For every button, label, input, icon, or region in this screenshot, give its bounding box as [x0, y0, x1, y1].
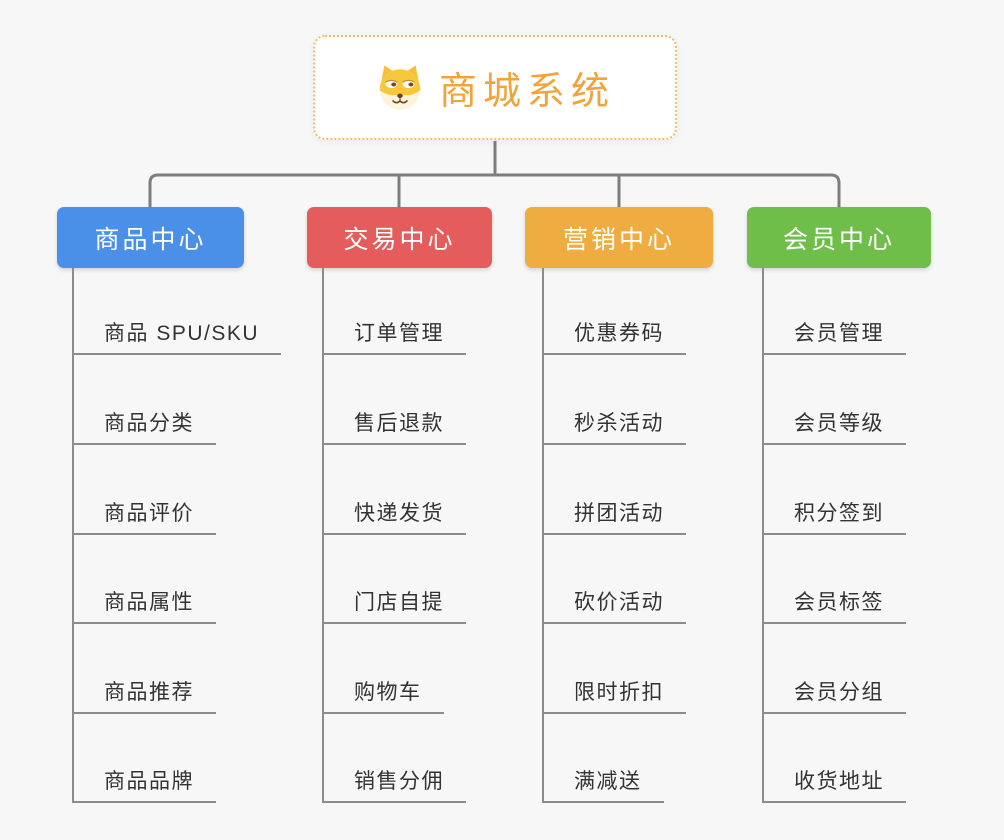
item-store-pickup[interactable]: 门店自提 — [322, 582, 466, 624]
item-coupon-code[interactable]: 优惠券码 — [542, 313, 686, 355]
branch-vertical-line — [322, 268, 324, 803]
branch-node-trade-center[interactable]: 交易中心 — [307, 207, 492, 268]
branch-node-product-center[interactable]: 商品中心 — [57, 207, 244, 268]
item-group-buy[interactable]: 拼团活动 — [542, 493, 686, 535]
item-product-recommend[interactable]: 商品推荐 — [72, 672, 216, 714]
root-title: 商城系统 — [438, 71, 615, 113]
item-sales-commission[interactable]: 销售分佣 — [322, 761, 466, 803]
item-product-spu-sku[interactable]: 商品 SPU/SKU — [72, 313, 282, 355]
item-product-attribute[interactable]: 商品属性 — [72, 582, 216, 624]
item-full-reduction[interactable]: 满减送 — [542, 761, 664, 803]
branch-vertical-line — [542, 268, 544, 803]
dog-face-icon — [379, 64, 421, 110]
root-node[interactable]: 商城系统 — [313, 35, 677, 140]
branch-node-member-center[interactable]: 会员中心 — [747, 207, 931, 268]
item-after-sale-refund[interactable]: 售后退款 — [322, 403, 466, 445]
item-shipping-address[interactable]: 收货地址 — [762, 761, 906, 803]
item-product-category[interactable]: 商品分类 — [72, 403, 216, 445]
item-order-management[interactable]: 订单管理 — [322, 313, 466, 355]
item-flash-sale[interactable]: 秒杀活动 — [542, 403, 686, 445]
branch-vertical-line — [72, 268, 74, 803]
item-express-delivery[interactable]: 快递发货 — [322, 493, 466, 535]
item-member-level[interactable]: 会员等级 — [762, 403, 906, 445]
item-member-tag[interactable]: 会员标签 — [762, 582, 906, 624]
item-points-checkin[interactable]: 积分签到 — [762, 493, 906, 535]
item-member-group[interactable]: 会员分组 — [762, 672, 906, 714]
branch-node-marketing-center[interactable]: 营销中心 — [525, 207, 713, 268]
item-product-brand[interactable]: 商品品牌 — [72, 761, 216, 803]
branch-vertical-line — [762, 268, 764, 803]
item-product-review[interactable]: 商品评价 — [72, 493, 216, 535]
item-member-management[interactable]: 会员管理 — [762, 313, 906, 355]
item-time-limited-discount[interactable]: 限时折扣 — [542, 672, 686, 714]
item-bargain-activity[interactable]: 砍价活动 — [542, 582, 686, 624]
item-shopping-cart[interactable]: 购物车 — [322, 672, 444, 714]
